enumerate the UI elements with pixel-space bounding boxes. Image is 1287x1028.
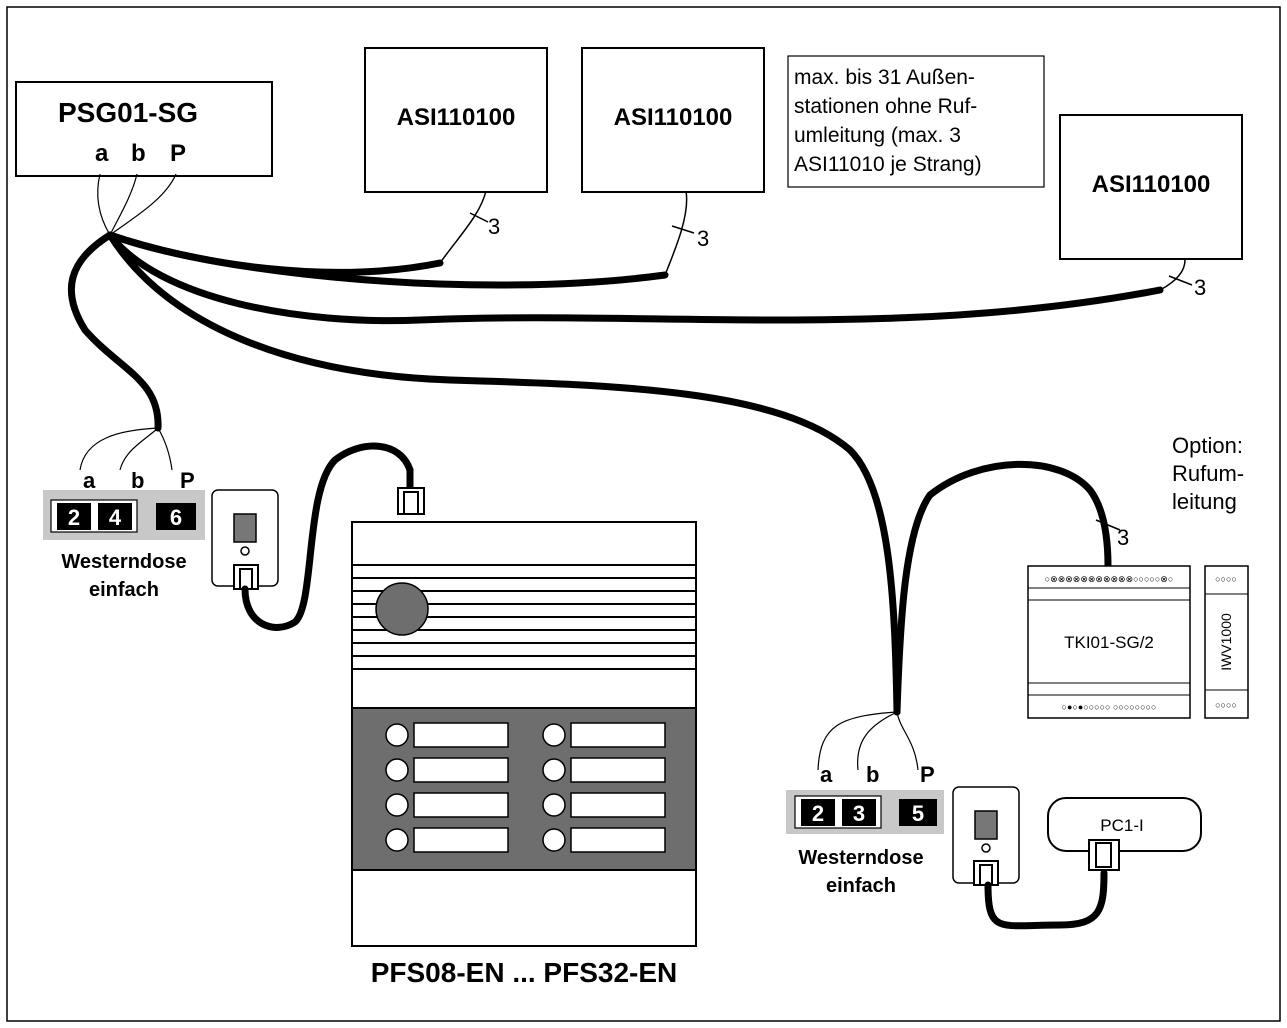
- asi-wires-2: 3: [697, 226, 709, 251]
- left-pin-2: 2: [68, 505, 80, 530]
- call-button[interactable]: [385, 758, 409, 782]
- iwv-dots-bottom: ○○○○: [1215, 700, 1237, 710]
- asi-label-2: ASI110100: [614, 104, 733, 131]
- tki-label: TKI01-SG/2: [1064, 633, 1154, 652]
- note-line-3: umleitung (max. 3: [794, 124, 961, 147]
- asi-label-3: ASI110100: [1092, 171, 1211, 198]
- tki-dots-top: ○⊗⊗⊗⊗⊗⊗⊗⊗⊗⊗⊗○○○○○⊗○: [1045, 574, 1174, 584]
- controller-box: [15, 81, 273, 177]
- left-socket-terminal: a b P 2 4 6 Westerndose einfach: [43, 427, 205, 601]
- intercom-panel: PFS08-EN ... PFS32-EN: [351, 521, 697, 988]
- right-wire-b: b: [866, 762, 879, 787]
- left-socket-label-2: einfach: [89, 579, 159, 601]
- bus-cables: [67, 231, 1164, 716]
- asi-stubs: [439, 190, 1193, 531]
- right-pin-5: 5: [912, 801, 924, 826]
- controller-title: PSG01-SG: [58, 97, 198, 128]
- call-button[interactable]: [385, 793, 409, 817]
- camera-lens: [375, 582, 429, 636]
- right-wire-p: P: [920, 762, 935, 787]
- note-line-1: max. bis 31 Außen-: [794, 66, 975, 89]
- left-wire-a: a: [83, 468, 96, 493]
- asi-wires-3: 3: [1194, 275, 1206, 300]
- call-button[interactable]: [542, 828, 566, 852]
- iwv-module: ○○○○ ○○○○ IWV1000: [1204, 565, 1249, 719]
- controller-terminal-b: b: [131, 140, 146, 167]
- tki-dots-bottom: ○●○●○○○○○ ○○○○○○○○: [1062, 702, 1157, 712]
- note-line-4: ASI11010 je Strang): [794, 153, 982, 176]
- call-button[interactable]: [542, 758, 566, 782]
- diagram-frame: [6, 6, 1281, 1022]
- intercom-label: PFS08-EN ... PFS32-EN: [371, 957, 678, 988]
- right-pin-2: 2: [812, 801, 824, 826]
- right-socket-terminal: a b P 2 3 5 Westerndose einfach: [786, 711, 944, 897]
- left-wall-socket: [211, 489, 279, 590]
- right-socket-label-2: einfach: [826, 875, 896, 897]
- cable-to-left-socket: [67, 231, 162, 432]
- controller-terminal-a: a: [95, 140, 109, 167]
- iwv-dots-top: ○○○○: [1215, 574, 1237, 584]
- controller-psg01: PSG01-SG a b P: [15, 81, 273, 177]
- right-socket-label-1: Westerndose: [798, 847, 923, 869]
- call-button[interactable]: [385, 828, 409, 852]
- option-line-1: Option:: [1172, 433, 1243, 458]
- right-pin-3: 3: [853, 801, 865, 826]
- controller-terminal-p: P: [170, 140, 186, 167]
- tki-module: ○⊗⊗⊗⊗⊗⊗⊗⊗⊗⊗⊗○○○○○⊗○ ○●○●○○○○○ ○○○○○○○○ T…: [1027, 565, 1191, 719]
- left-pin-6: 6: [170, 505, 182, 530]
- cable-socket-to-pc: [984, 869, 1108, 930]
- option-line-2: Rufum-: [1172, 461, 1244, 486]
- call-button[interactable]: [385, 723, 409, 747]
- option-line-3: leitung: [1172, 489, 1237, 514]
- call-button[interactable]: [542, 793, 566, 817]
- asi-station-2: ASI110100 3: [581, 47, 765, 251]
- left-socket-label-1: Westerndose: [61, 551, 186, 573]
- iwv-label: IWV1000: [1218, 613, 1234, 671]
- asi-station-3: ASI110100 3: [1059, 114, 1243, 300]
- pc-adapter-label: PC1-I: [1100, 816, 1143, 835]
- left-wire-p: P: [180, 468, 195, 493]
- asi-label-1: ASI110100: [397, 104, 516, 131]
- cable-socket-to-intercom: [241, 442, 414, 631]
- note-line-2: stationen ohne Ruf-: [794, 95, 977, 118]
- call-button[interactable]: [542, 723, 566, 747]
- pc-adapter: PC1-I: [1047, 797, 1202, 871]
- asi-wires-1: 3: [488, 214, 500, 239]
- option-wires: 3: [1117, 525, 1129, 550]
- controller-thin-wires: [97, 173, 177, 236]
- note-box: max. bis 31 Außen- stationen ohne Ruf- u…: [787, 55, 1045, 188]
- option-label: Option: Rufum- leitung 3: [1117, 433, 1244, 550]
- asi-station-1: ASI110100 3: [364, 47, 548, 239]
- left-wire-b: b: [131, 468, 144, 493]
- intercom-plug: [397, 487, 425, 515]
- right-wire-a: a: [820, 762, 833, 787]
- left-pin-4: 4: [109, 505, 122, 530]
- right-wall-socket: [952, 786, 1020, 886]
